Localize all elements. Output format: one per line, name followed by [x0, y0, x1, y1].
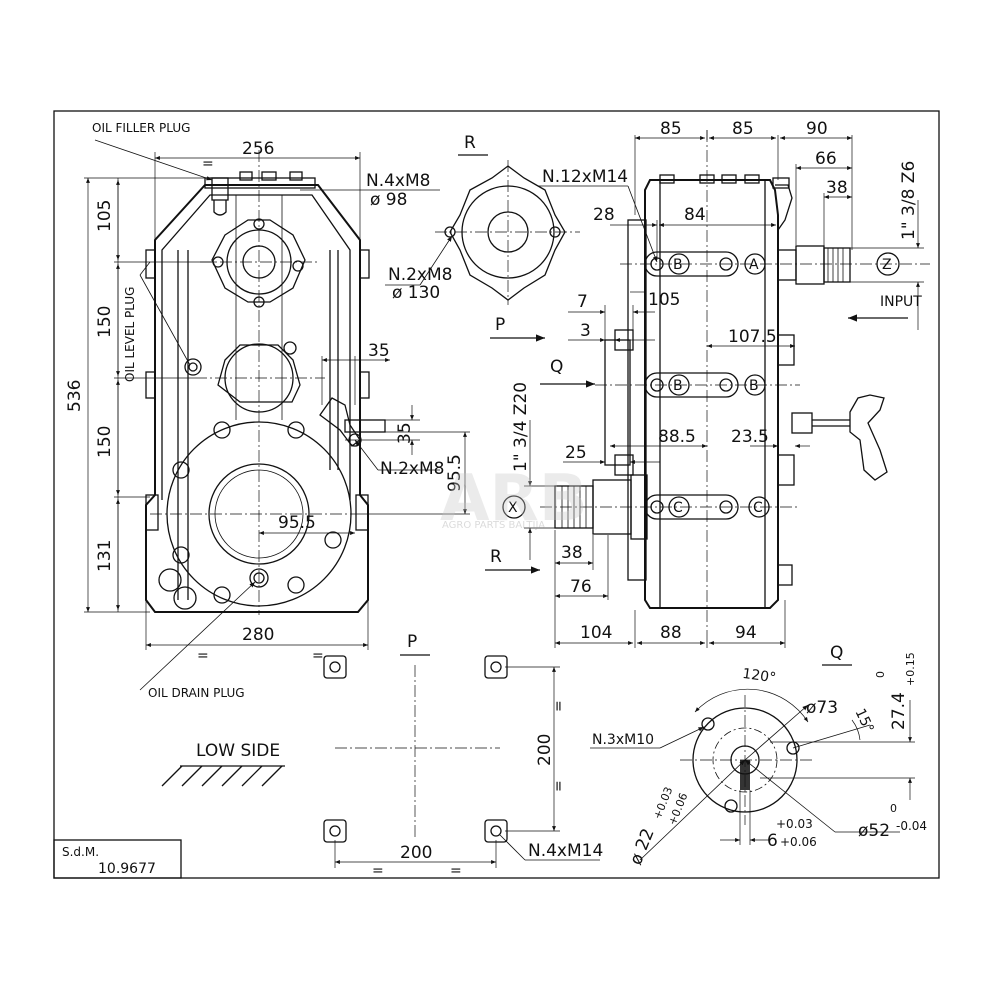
front-view-dimensions: 256 280 536 105 150 150 131 35 35	[65, 121, 470, 700]
dim-35-vertical: 35	[395, 422, 415, 444]
note-n4xm14: N.4xM14	[528, 841, 603, 861]
dim-85-left: 85	[660, 119, 682, 139]
note-phi98: ø 98	[370, 190, 407, 210]
note-phi130: ø 130	[392, 283, 440, 303]
dim-3: 3	[580, 321, 591, 341]
dim-88: 88	[660, 623, 682, 643]
callout-c-left: C	[673, 500, 683, 516]
callout-c-right: C	[753, 500, 763, 516]
eq-mark-h1: =	[372, 863, 384, 879]
tol-52-lower: -0.04	[896, 819, 927, 833]
note-n2xm8-flange: N.2xM8	[388, 265, 452, 285]
view-letter-r-top: R	[464, 133, 476, 153]
dim-28: 28	[593, 205, 615, 225]
view-q-output-flange: Q 120° ø73 15° N.3xM10 27.4 +0.15 0	[590, 643, 927, 868]
view-letter-p-arrow: P	[495, 315, 505, 335]
tol-6-lower: +0.06	[780, 835, 817, 849]
dim-150-upper: 150	[95, 306, 115, 338]
low-side-marker: LOW SIDE	[161, 741, 285, 787]
view-letter-q-arrow: Q	[550, 357, 563, 377]
note-n3xm10: N.3xM10	[592, 732, 654, 748]
dim-84: 84	[684, 205, 706, 225]
eq-mark-top: =	[202, 156, 214, 172]
view-letter-p-top: P	[407, 632, 417, 652]
note-n12xm14: N.12xM14	[542, 167, 628, 187]
dim-38-top: 38	[826, 178, 848, 198]
note-n2xm8-lever: N.2xM8	[380, 459, 444, 479]
dim-66: 66	[815, 149, 837, 169]
dim-25: 25	[565, 443, 587, 463]
dim-94: 94	[735, 623, 757, 643]
spline-output: 1" 3/4 Z20	[511, 382, 531, 472]
dim-23-5: 23.5	[731, 427, 769, 447]
eq-mark-v1: =	[551, 700, 567, 712]
dim-150-lower: 150	[95, 426, 115, 458]
label-low-side: LOW SIDE	[196, 741, 280, 761]
callout-x: X	[508, 500, 518, 516]
dim-95-5-horizontal: 95.5	[278, 513, 316, 533]
view-p-foot-pattern: P 200 = = 200 = = N.4xM14	[323, 632, 603, 879]
dim-85-right: 85	[732, 119, 754, 139]
side-view: B A B B C C Z X	[502, 130, 930, 640]
dim-200-vertical: 200	[535, 734, 555, 766]
callout-a: A	[749, 257, 759, 273]
watermark-tagline: AGRO PARTS BALTIJA	[442, 520, 545, 531]
eq-mark-h2: =	[450, 863, 462, 879]
eq-mark-v2: =	[551, 780, 567, 792]
label-oil-filler-plug: OIL FILLER PLUG	[92, 121, 190, 135]
dim-76: 76	[570, 577, 592, 597]
note-phi73: ø73	[806, 698, 838, 718]
dim-7: 7	[577, 292, 588, 312]
angle-120: 120°	[741, 666, 777, 687]
dim-95-5-vertical: 95.5	[445, 454, 465, 492]
view-arrows: P Q R INPUT	[485, 294, 922, 574]
tol-6-upper: +0.03	[776, 817, 813, 831]
dim-280: 280	[242, 625, 274, 645]
spline-input: 1" 3/8 Z6	[899, 161, 919, 240]
watermark-logo: ARB	[440, 462, 588, 536]
eq-mark-bottom-2: =	[312, 648, 324, 664]
dim-38-bottom: 38	[561, 543, 583, 563]
callout-z: Z	[882, 257, 892, 273]
callout-b-mid-right: B	[749, 378, 759, 394]
dim-131: 131	[95, 540, 115, 572]
view-letter-r-arrow: R	[490, 547, 502, 567]
dim-27-4: 27.4	[889, 692, 909, 730]
title-block: S.d.M. 10.9677	[53, 839, 182, 879]
note-n4xm8: N.4xM8	[366, 171, 430, 191]
dim-88-5: 88.5	[658, 427, 696, 447]
dim-90: 90	[806, 119, 828, 139]
dim-107-5: 107.5	[728, 327, 777, 347]
dim-35-horizontal: 35	[368, 341, 390, 361]
dim-105-side: 105	[648, 290, 680, 310]
label-input: INPUT	[880, 294, 922, 310]
side-view-dimensions: 85 85 90 66 38 1" 3/8 Z6 28 84 N.12xM14 …	[511, 119, 924, 648]
view-r-flange: R N.2xM8 ø 130	[385, 133, 580, 305]
view-letter-q-top: Q	[830, 643, 843, 663]
tol-52-upper: 0	[890, 802, 897, 815]
front-view: = = =	[145, 150, 386, 664]
label-oil-drain-plug: OIL DRAIN PLUG	[148, 686, 245, 700]
angle-15: 15°	[852, 706, 877, 735]
callout-b-mid-left: B	[673, 378, 683, 394]
label-oil-level-plug: OIL LEVEL PLUG	[123, 287, 137, 382]
watermark: ARB AGRO PARTS BALTIJA	[440, 462, 588, 536]
drawing-frame	[53, 110, 940, 879]
callout-b-top: B	[673, 257, 683, 273]
eq-mark-bottom: =	[197, 648, 209, 664]
note-phi52: ø52	[858, 821, 890, 841]
tol-27-lower: 0	[874, 671, 887, 678]
dim-105: 105	[95, 200, 115, 232]
tol-27-upper: +0.15	[904, 652, 917, 686]
dim-200-horizontal: 200	[400, 843, 432, 863]
dim-536: 536	[65, 380, 85, 412]
dim-104: 104	[580, 623, 612, 643]
title-block-label: S.d.M.	[62, 845, 99, 859]
drawing-number: 10.9677	[98, 861, 156, 877]
dim-256: 256	[242, 139, 274, 159]
dim-6: 6	[767, 831, 778, 851]
